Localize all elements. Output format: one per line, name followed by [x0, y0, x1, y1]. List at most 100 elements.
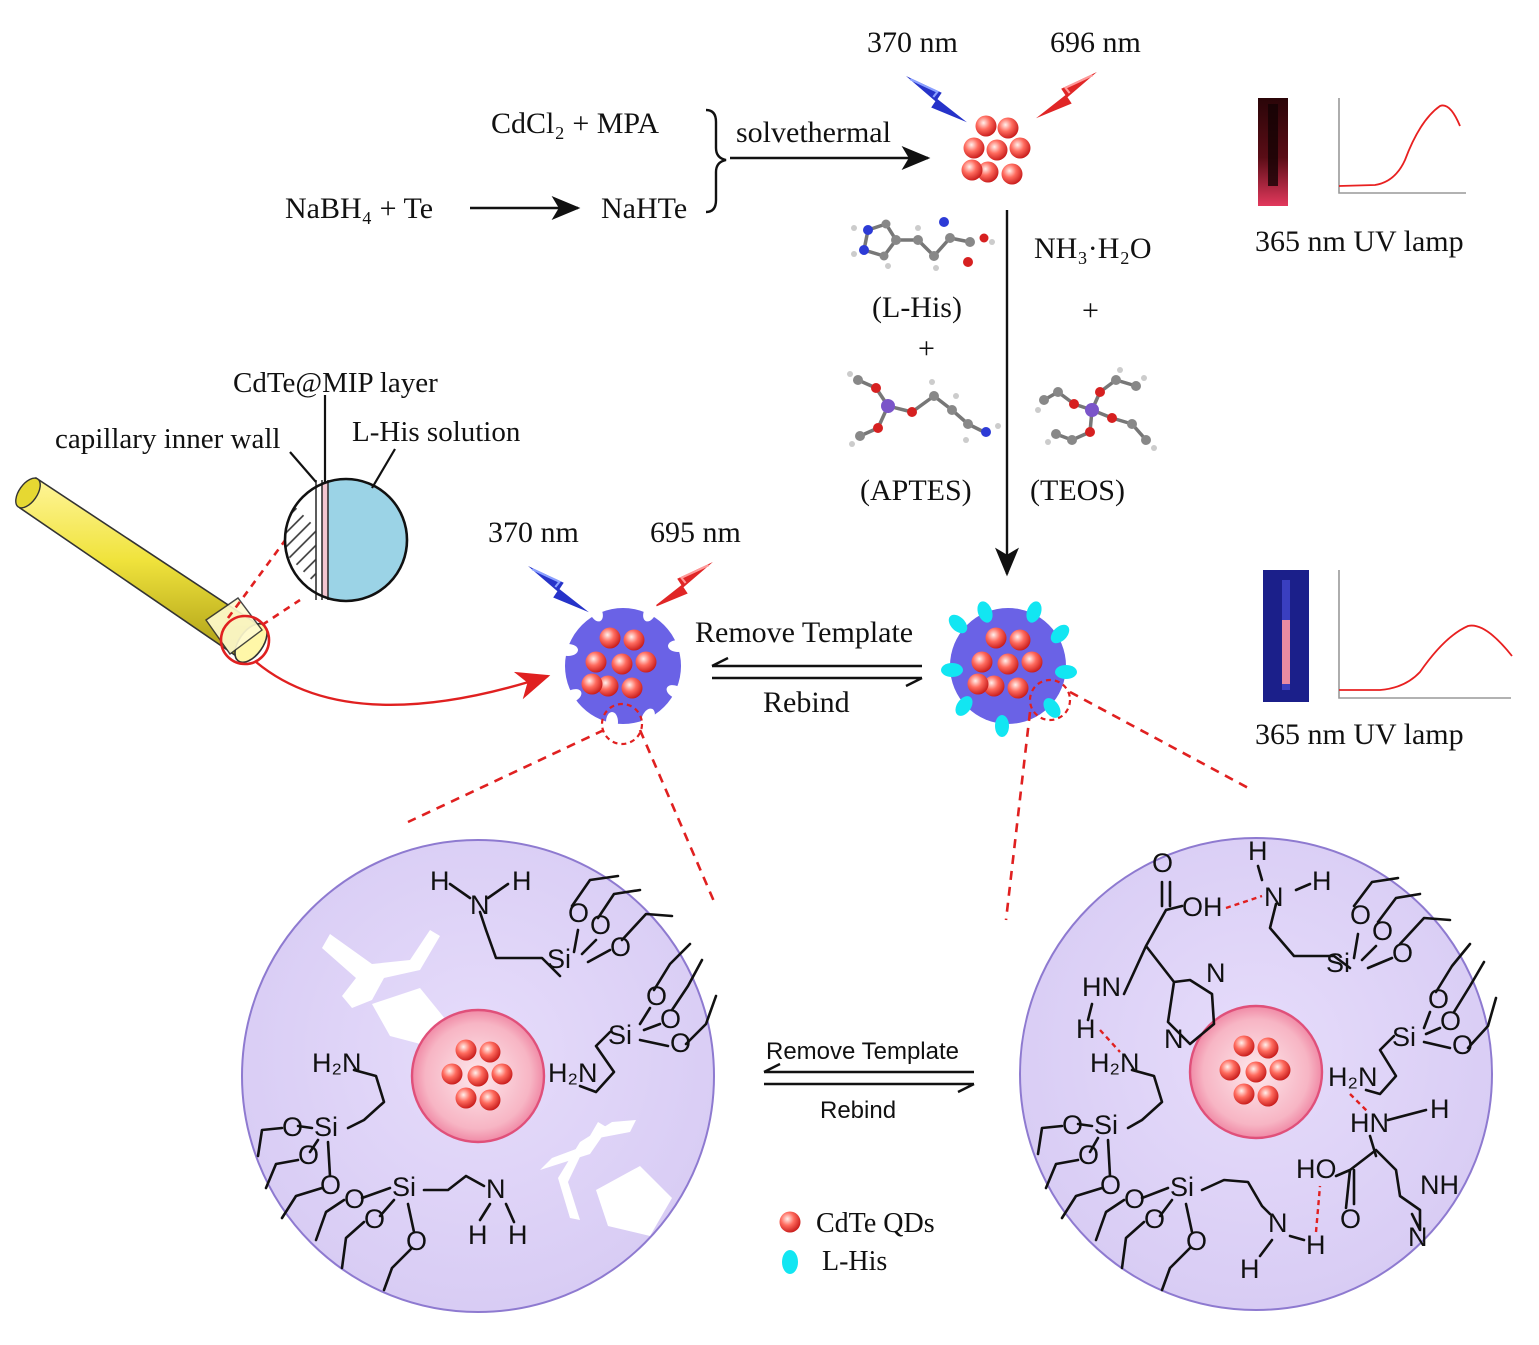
cdte-qd-cluster: [961, 115, 1031, 185]
imprinted-cavities: [558, 602, 688, 732]
atom-o: O: [1144, 1204, 1165, 1234]
atom-o: O: [282, 1112, 303, 1142]
capillary-inner-wall-label: capillary inner wall: [55, 423, 280, 455]
qd: [1009, 629, 1031, 651]
capillary-to-mip-arrow: [255, 661, 551, 707]
nahte-label: NaHTe: [601, 192, 687, 225]
equilibrium-bottom: Remove Template Rebind: [763, 1038, 975, 1124]
atom-nh: NH: [1420, 1170, 1459, 1200]
chem-structures-left: H N H Si O O O O O O Si H₂N H₂N Si O O O…: [256, 866, 718, 1292]
remove-template-label: Remove Template: [695, 616, 913, 649]
spectrum-panel-top: 365 nm UV lamp: [1255, 98, 1466, 258]
nabh4-te-label: NaBH₄ + Te: [285, 192, 433, 225]
atom-h: H: [1240, 1254, 1260, 1284]
qd: [1245, 1061, 1267, 1083]
atom-h2n: H₂N: [312, 1048, 361, 1078]
spectrum-axes-top: [1338, 98, 1466, 194]
atom-si: Si: [1392, 1022, 1416, 1052]
atom-n: N: [1268, 1208, 1288, 1238]
atom-o: O: [1186, 1226, 1207, 1256]
qd: [1009, 137, 1031, 159]
l-his-templates: [941, 601, 1077, 737]
atom-si: Si: [1170, 1172, 1194, 1202]
atom-oh: OH: [1182, 892, 1223, 922]
emission-spectrum-curve-bottom: [1339, 624, 1513, 691]
emission-mid-label: 695 nm: [650, 516, 741, 549]
rebind-label: Rebind: [820, 1097, 896, 1124]
qd: [971, 651, 993, 673]
capillary: CdTe@MIP layer capillary inner wall L-Hi…: [15, 367, 551, 707]
atom-hn: HN: [1082, 972, 1121, 1002]
zoom-line: [638, 729, 718, 907]
qd: [623, 629, 645, 651]
qd: [635, 651, 657, 673]
atom-h: H: [1430, 1094, 1450, 1124]
atom-o: O: [1100, 1170, 1121, 1200]
qd: [985, 627, 1007, 649]
legend-l-his-label: L-His: [822, 1246, 887, 1277]
atom-n: N: [486, 1174, 506, 1204]
atom-o: O: [590, 910, 611, 940]
atom-o: O: [660, 1004, 681, 1034]
atom-h: H: [430, 866, 450, 896]
cuvette-top-inner: [1268, 104, 1278, 186]
qd: [1001, 163, 1023, 185]
atom-o: O: [1392, 938, 1413, 968]
atom-o: O: [1428, 984, 1449, 1014]
atom-o: O: [1372, 916, 1393, 946]
qd: [1269, 1059, 1291, 1081]
plus-1: +: [918, 332, 935, 365]
spectrum-axes-bottom: [1338, 570, 1511, 699]
zoom-marker: [1028, 678, 1072, 722]
uv-lamp-label-bottom: 365 nm UV lamp: [1255, 718, 1464, 751]
qd: [1257, 1085, 1279, 1107]
atom-h2n: H₂N: [548, 1058, 597, 1088]
qd: [455, 1039, 477, 1061]
emission-top-label: 696 nm: [1050, 26, 1141, 59]
emission-bolt-icon: [1034, 70, 1098, 120]
zoom-line: [407, 728, 605, 824]
atom-h: H: [468, 1220, 488, 1250]
nh3-h2o-label: NH₃·H₂O: [1034, 232, 1152, 265]
qd: [986, 139, 1008, 161]
aptes-molecule-icon: [847, 371, 1001, 447]
legend-item-qds: CdTe QDs: [779, 1208, 935, 1239]
capillary-cross-section: [283, 477, 409, 603]
l-his-solution-label: L-His solution: [352, 416, 521, 448]
reagents: (L-His) +: [847, 210, 1157, 577]
zoom-line: [1004, 711, 1032, 921]
atom-o: O: [364, 1204, 385, 1234]
qd: [621, 677, 643, 699]
qd: [611, 653, 633, 675]
atom-h: H: [508, 1220, 528, 1250]
atom-h: H: [1076, 1014, 1096, 1044]
remove-template-label: Remove Template: [766, 1038, 959, 1065]
atom-o: O: [1452, 1030, 1473, 1060]
atom-si: Si: [1326, 948, 1350, 978]
qd: [585, 651, 607, 673]
qd: [1257, 1037, 1279, 1059]
atom-o: O: [646, 981, 667, 1011]
qd: [467, 1065, 489, 1087]
atom-hn: HN: [1350, 1108, 1389, 1138]
leader-line: [289, 451, 317, 483]
teos-molecule-icon: [1035, 367, 1157, 451]
plus-2: +: [1082, 294, 1099, 327]
atom-h2n: H₂N: [1090, 1048, 1139, 1078]
atom-o: O: [1152, 848, 1173, 878]
zoom-circle-left: H N H Si O O O O O O Si H₂N H₂N Si O O O…: [241, 839, 718, 1313]
teos-label: (TEOS): [1030, 474, 1125, 507]
qd: [997, 653, 1019, 675]
qd: [1233, 1035, 1255, 1057]
atom-o: O: [1062, 1110, 1083, 1140]
qd: [455, 1087, 477, 1109]
reverse-arrow: [711, 656, 922, 668]
spectrum-panel-bottom: 365 nm UV lamp: [1255, 570, 1513, 751]
zoom-line: [261, 598, 301, 627]
qd: [975, 115, 997, 137]
cavity-shapes: [322, 930, 672, 1236]
qd: [997, 117, 1019, 139]
l-his-legend-icon: [782, 1250, 798, 1274]
mip-particle-empty: 370 nm 695 nm: [488, 516, 741, 746]
